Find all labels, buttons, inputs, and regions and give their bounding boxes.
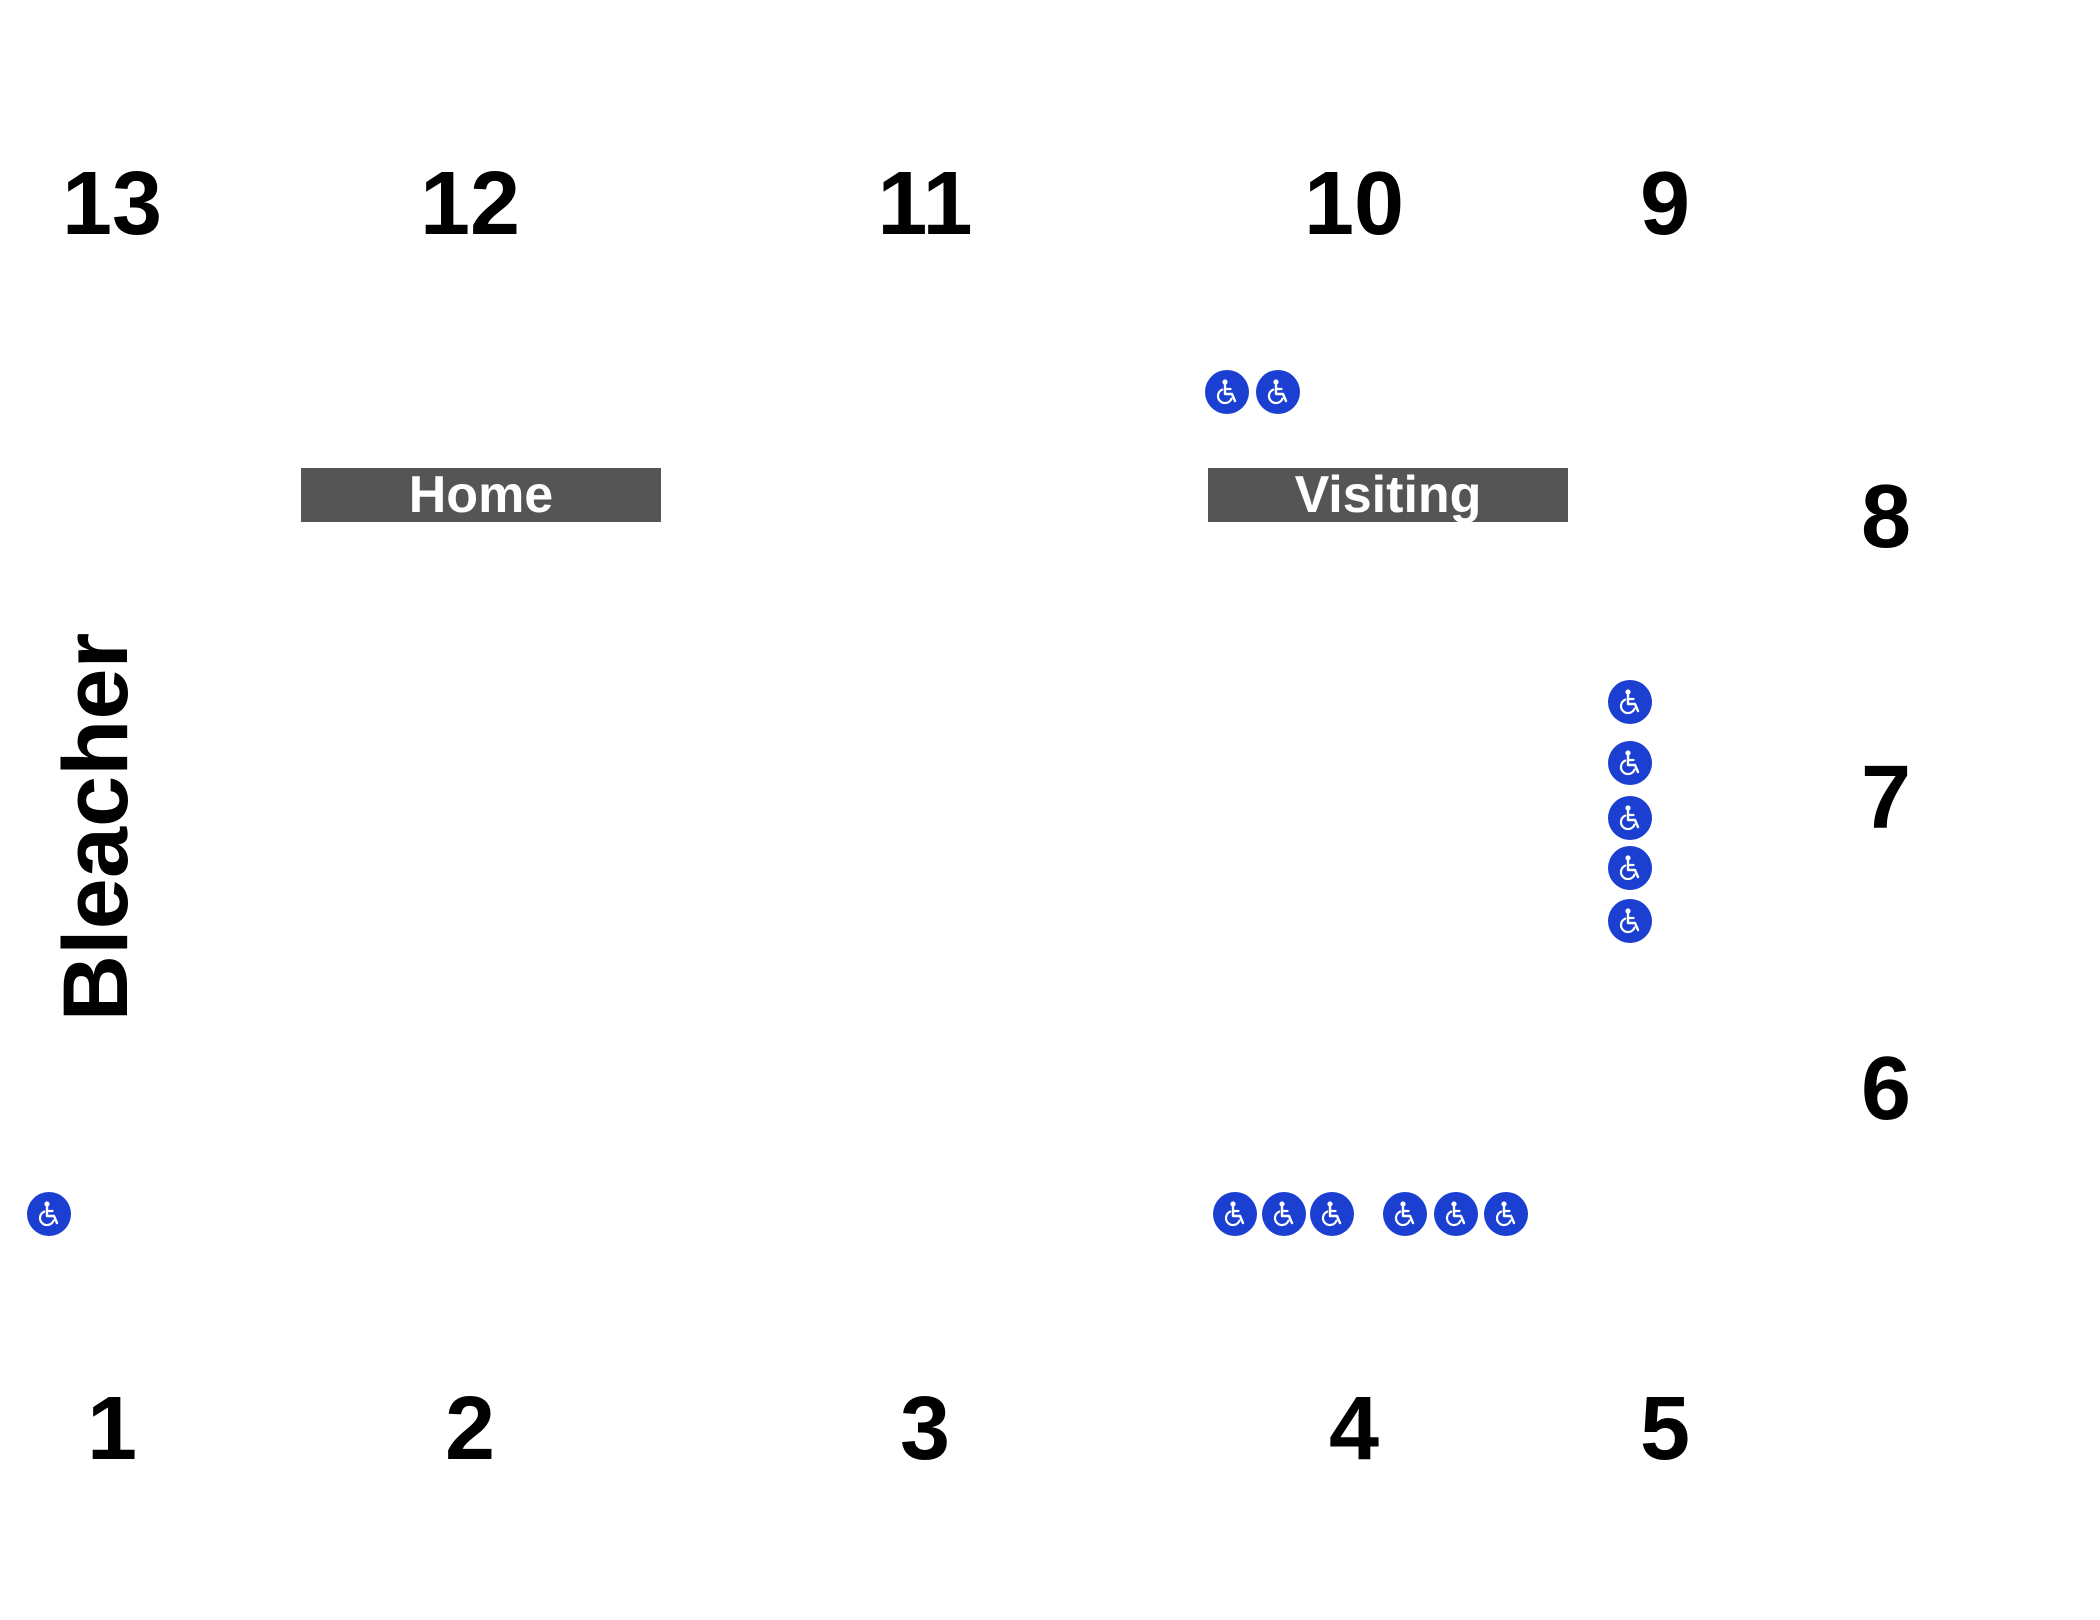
wheelchair-icon[interactable] [1205,370,1249,414]
section-10[interactable]: 10 [1303,154,1405,254]
home-dugout-label: Home [301,468,661,522]
section-7[interactable]: 7 [1860,748,1912,848]
section-3[interactable]: 3 [899,1379,951,1479]
wheelchair-icon[interactable] [1608,899,1652,943]
wheelchair-icon[interactable] [1262,1192,1306,1236]
wheelchair-icon[interactable] [1383,1192,1427,1236]
section-9[interactable]: 9 [1639,154,1691,254]
section-11[interactable]: 11 [877,154,973,254]
visiting-dugout-label: Visiting [1208,468,1568,522]
section-13[interactable]: 13 [61,154,163,254]
bleacher-section-label[interactable]: Bleacher [45,632,147,1022]
wheelchair-icon[interactable] [1608,741,1652,785]
section-5[interactable]: 5 [1639,1379,1691,1479]
wheelchair-icon[interactable] [1608,680,1652,724]
wheelchair-icon[interactable] [1256,370,1300,414]
wheelchair-icon[interactable] [1310,1192,1354,1236]
wheelchair-icon[interactable] [1608,796,1652,840]
section-12[interactable]: 12 [419,154,521,254]
wheelchair-icon[interactable] [1608,846,1652,890]
wheelchair-icon[interactable] [27,1192,71,1236]
section-4[interactable]: 4 [1328,1379,1380,1479]
section-8[interactable]: 8 [1860,467,1912,567]
wheelchair-icon[interactable] [1213,1192,1257,1236]
wheelchair-icon[interactable] [1484,1192,1528,1236]
section-6[interactable]: 6 [1860,1039,1912,1139]
section-2[interactable]: 2 [444,1379,496,1479]
wheelchair-icon[interactable] [1434,1192,1478,1236]
section-1[interactable]: 1 [86,1379,138,1479]
